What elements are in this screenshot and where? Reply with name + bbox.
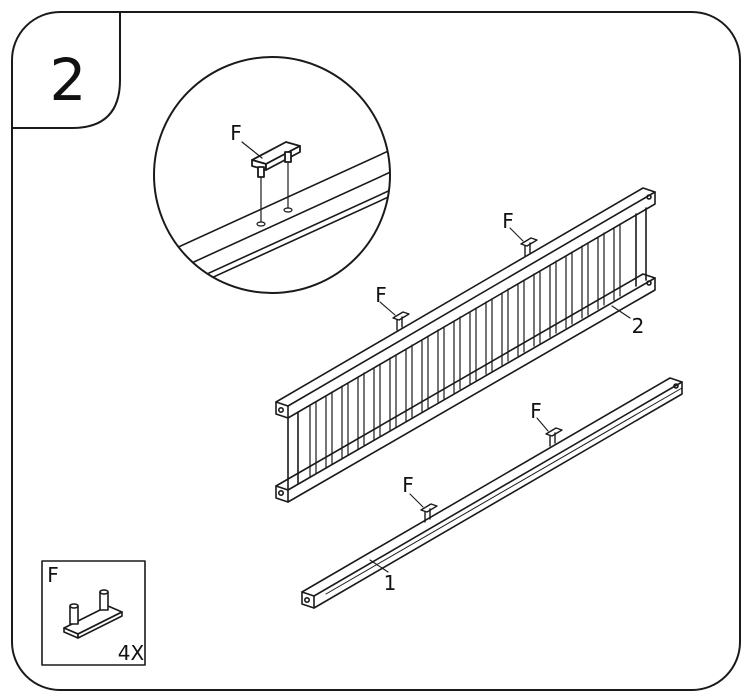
detail-circle [153, 56, 391, 294]
rail-top-part-number: 2 [632, 314, 645, 338]
rail-slats [309, 223, 621, 478]
parts-box-frame [41, 560, 146, 666]
slatted-rail [275, 187, 656, 503]
peg-top-rail-left [379, 301, 410, 331]
plain-beam [301, 377, 683, 609]
peg-part-icon [63, 589, 123, 639]
callout-part-label: F [230, 121, 242, 145]
rail-top-peg-label-right: F [502, 209, 514, 233]
parts-box-label: F [47, 563, 59, 587]
rail-bottom-part-number: 1 [384, 571, 397, 595]
peg-beam-right [536, 417, 563, 447]
rail-top-peg-label-left: F [375, 283, 387, 307]
parts-box: F 4X [41, 560, 146, 666]
rail-bottom-peg-label-right: F [530, 399, 542, 423]
magnified-peg [241, 141, 301, 227]
rail-bottom-peg-label-left: F [402, 473, 414, 497]
peg-beam-left [409, 493, 438, 523]
step-number: 2 [50, 46, 87, 114]
detail-callout: F [153, 56, 391, 294]
parts-box-quantity: 4X [118, 641, 145, 665]
step-number-tab [11, 11, 121, 129]
peg-top-rail-right [509, 227, 538, 257]
step-frame [11, 11, 741, 691]
